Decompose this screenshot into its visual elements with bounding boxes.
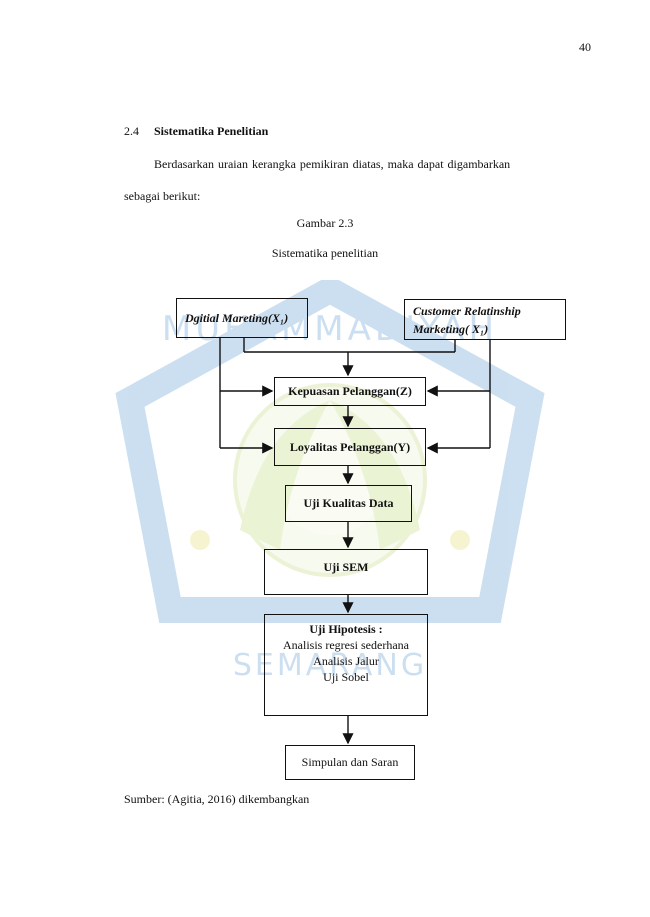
paragraph-line-2: sebagai berikut: [124, 189, 201, 203]
box-loyalitas-label: Loyalitas Pelanggan(Y) [289, 439, 411, 454]
svg-text:MUHAMMADIYAH: MUHAMMADIYAH [162, 309, 498, 349]
box-kepuasan-pelanggan: Kepuasan Pelanggan(Z) [274, 377, 426, 406]
paragraph-line-1: Berdasarkan uraian kerangka pemikiran di… [154, 157, 511, 171]
box-hipotesis-item: Analisis Jalur [313, 654, 379, 668]
box-hipotesis-item: Uji Sobel [323, 670, 369, 684]
box-simpulan-saran: Simpulan dan Saran [285, 745, 415, 780]
section-heading: 2.4 Sistematika Penelitian [124, 124, 268, 139]
section-number: 2.4 [124, 124, 139, 138]
box-sem-label: Uji SEM [323, 560, 369, 574]
box-crm-label-line-1: Customer Relatinship [413, 303, 521, 318]
box-uji-sem: Uji SEM [264, 549, 428, 595]
box-hipotesis-title: Uji Hipotesis : [309, 622, 383, 636]
box-kepuasan-label: Kepuasan Pelanggan(Z) [288, 384, 412, 398]
box-crm-label-line-2: Marketing( X₁) [413, 321, 489, 336]
box-uji-kualitas-data: Uji Kualitas Data [285, 485, 412, 522]
university-seal-watermark: MUHAMMADIYAH SEMARANG [115, 280, 545, 680]
box-uji-hipotesis: Uji Hipotesis : Analisis regresi sederha… [264, 614, 428, 716]
box-loyalitas-pelanggan: Loyalitas Pelanggan(Y) [274, 428, 426, 466]
box-digital-marketing: Dgitial Mareting(X₁) [176, 298, 308, 338]
box-simpulan-label: Simpulan dan Saran [301, 755, 399, 769]
box-kualitas-label: Uji Kualitas Data [303, 496, 394, 510]
figure-caption: Sistematika penelitian [271, 246, 379, 260]
section-title: Sistematika Penelitian [154, 124, 269, 138]
figure-label: Gambar 2.3 [296, 216, 354, 230]
box-digital-marketing-label: Dgitial Mareting(X₁) [185, 310, 289, 325]
figure-source: Sumber: (Agitia, 2016) dikembangkan [124, 792, 310, 806]
box-hipotesis-item: Analisis regresi sederhana [283, 638, 409, 652]
page-number: 40 [579, 40, 591, 54]
